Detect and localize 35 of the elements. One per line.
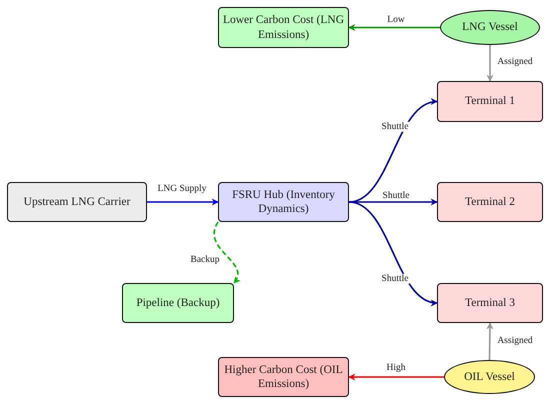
node-label: Terminal 3	[465, 296, 515, 310]
node-label: LNG Vessel	[462, 20, 518, 35]
node-label: Lower Carbon Cost (LNG Emissions)	[222, 13, 346, 42]
process-box	[437, 81, 543, 122]
node-label: OIL Vessel	[464, 370, 515, 384]
arrow	[348, 24, 440, 31]
arrow	[213, 222, 240, 284]
edge-label: High	[386, 362, 406, 374]
process-box	[122, 283, 234, 323]
process-box	[437, 283, 543, 323]
edge-label: Assigned	[496, 336, 534, 346]
arrow	[349, 198, 438, 206]
arrow	[348, 201, 438, 306]
edge-label: Shuttle	[380, 122, 410, 132]
node-label: Pipeline (Backup)	[136, 296, 220, 310]
arrow	[486, 45, 494, 82]
process-box	[437, 182, 543, 222]
node-label: Terminal 2	[465, 194, 515, 210]
edge-label: Shuttle	[382, 190, 410, 202]
node-label: Upstream LNG Carrier	[24, 194, 130, 210]
arrow	[486, 322, 494, 360]
process-box	[218, 182, 349, 222]
edge-label: Assigned	[496, 56, 534, 68]
edge-label: Backup	[189, 254, 221, 266]
edge-label: Shuttle	[380, 274, 410, 284]
node-label: FSRU Hub (Inventory Dynamics)	[231, 188, 336, 216]
arrow	[348, 374, 444, 380]
arrow	[147, 198, 219, 206]
node-label: Higher Carbon Cost (OIL Emissions)	[223, 362, 344, 392]
edge-label: LNG Supply	[156, 184, 208, 194]
process-box	[218, 7, 349, 48]
process-box	[7, 182, 147, 222]
process-box	[218, 357, 349, 397]
node-label: Terminal 1	[465, 94, 515, 109]
edge-label: Low	[386, 14, 406, 26]
